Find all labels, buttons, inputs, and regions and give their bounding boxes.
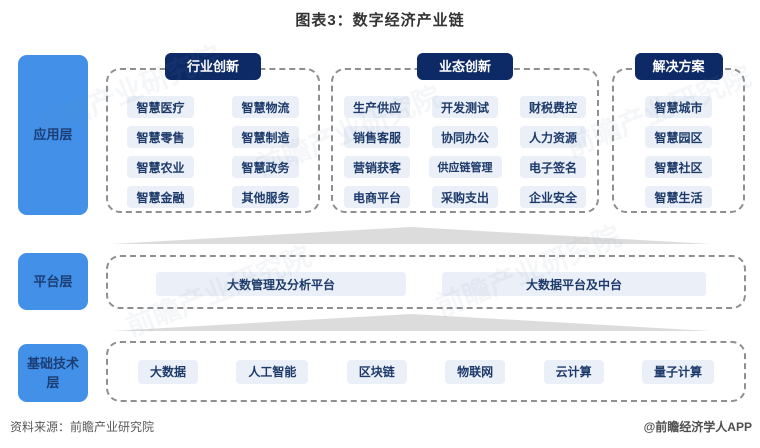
source-note: 资料来源：前瞻产业研究院 bbox=[10, 420, 155, 434]
chain-item: 智慧社区 bbox=[645, 156, 712, 178]
chain-item: 物联网 bbox=[445, 359, 506, 384]
platform-box: 大数管理及分析平台 大数据平台及中台 bbox=[106, 255, 746, 309]
chain-item: 智慧物流 bbox=[232, 96, 299, 118]
chain-item: 生产供应 bbox=[343, 96, 410, 118]
chain-item: 智慧园区 bbox=[645, 126, 712, 148]
chain-item: 企业安全 bbox=[519, 186, 586, 208]
section-box-industry-innovation: 行业创新 智慧医疗 智慧物流 智慧零售 智慧制造 智慧农业 智慧政务 智慧金融 … bbox=[106, 53, 320, 213]
chain-item: 智慧医疗 bbox=[127, 96, 194, 118]
figure-title: 图表3：数字经济产业链 bbox=[295, 12, 465, 29]
layer-label-application: 应用层 bbox=[18, 55, 88, 215]
chain-item: 其他服务 bbox=[232, 186, 299, 208]
chain-item: 电商平台 bbox=[343, 186, 410, 208]
chain-item: 营销获客 bbox=[343, 156, 410, 178]
section-header-industry-innovation: 行业创新 bbox=[164, 53, 262, 80]
chain-item: 采购支出 bbox=[431, 186, 498, 208]
chain-item: 电子签名 bbox=[519, 156, 586, 178]
chain-item: 智慧城市 bbox=[645, 96, 712, 118]
chain-item: 大数据平台及中台 bbox=[442, 272, 706, 296]
chain-item: 人力资源 bbox=[519, 126, 586, 148]
section-header-solutions: 解决方案 bbox=[634, 53, 723, 80]
section-box-business-innovation: 业态创新 生产供应 开发测试 财税费控 销售客服 协同办公 人力资源 营销获客 … bbox=[331, 53, 599, 213]
foundation-row: 大数据 人工智能 区块链 物联网 云计算 量子计算 bbox=[108, 343, 744, 400]
chain-item: 财税费控 bbox=[519, 96, 586, 118]
chain-item: 销售客服 bbox=[343, 126, 410, 148]
chain-item: 智慧生活 bbox=[645, 186, 712, 208]
chain-item: 人工智能 bbox=[236, 359, 309, 384]
up-arrow-connector bbox=[112, 314, 710, 331]
up-arrow-connector bbox=[112, 227, 710, 244]
chain-item: 大数据 bbox=[138, 359, 199, 384]
chain-item: 量子计算 bbox=[641, 359, 714, 384]
chain-item: 供应链管理 bbox=[428, 156, 502, 178]
chain-item: 智慧金融 bbox=[127, 186, 194, 208]
layer-label-foundation: 基础技术层 bbox=[18, 344, 88, 402]
chain-item: 大数管理及分析平台 bbox=[156, 272, 406, 296]
chain-item: 智慧农业 bbox=[127, 156, 194, 178]
chain-item: 开发测试 bbox=[431, 96, 498, 118]
section-header-business-innovation: 业态创新 bbox=[416, 53, 514, 80]
chain-item: 智慧制造 bbox=[232, 126, 299, 148]
business-innovation-grid: 生产供应 开发测试 财税费控 销售客服 协同办公 人力资源 营销获客 供应链管理… bbox=[333, 70, 597, 211]
industry-innovation-grid: 智慧医疗 智慧物流 智慧零售 智慧制造 智慧农业 智慧政务 智慧金融 其他服务 bbox=[108, 70, 318, 211]
chain-item: 协同办公 bbox=[431, 126, 498, 148]
chain-item: 智慧政务 bbox=[232, 156, 299, 178]
section-box-solutions: 解决方案 智慧城市 智慧园区 智慧社区 智慧生活 bbox=[612, 53, 745, 213]
credit-note: @前瞻经济学人APP bbox=[643, 420, 752, 434]
chain-item: 智慧零售 bbox=[127, 126, 194, 148]
foundation-box: 大数据 人工智能 区块链 物联网 云计算 量子计算 bbox=[106, 341, 746, 402]
solutions-grid: 智慧城市 智慧园区 智慧社区 智慧生活 bbox=[614, 70, 743, 211]
chain-item: 云计算 bbox=[543, 359, 604, 384]
layer-label-platform: 平台层 bbox=[18, 253, 88, 310]
chain-item: 区块链 bbox=[346, 359, 407, 384]
